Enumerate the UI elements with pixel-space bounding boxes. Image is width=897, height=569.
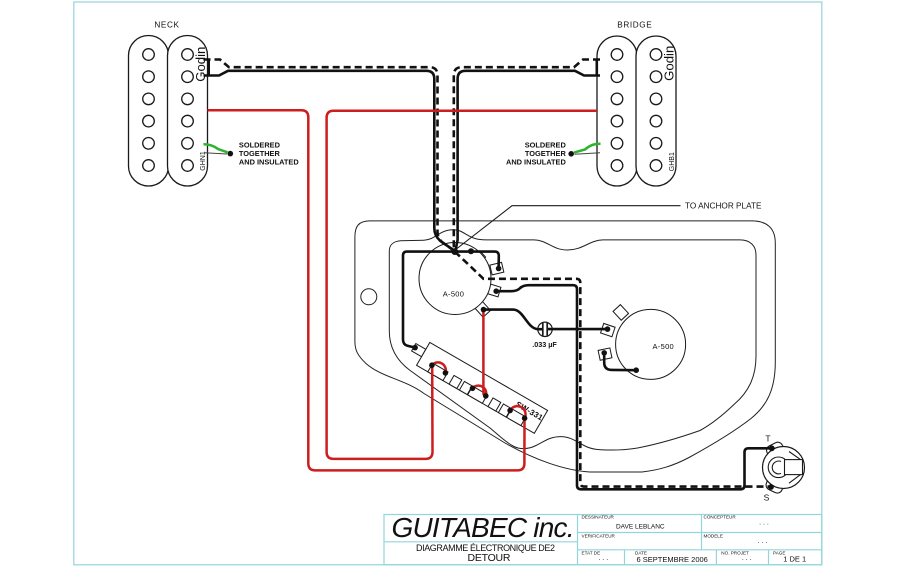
svg-text:1 DE 1: 1 DE 1 xyxy=(783,554,806,563)
svg-text:NECK: NECK xyxy=(154,21,179,30)
svg-text:SOLDERED: SOLDERED xyxy=(239,141,281,150)
svg-text:PAGE: PAGE xyxy=(773,550,785,555)
svg-text:A-500: A-500 xyxy=(653,342,675,351)
svg-text:DAVE LEBLANC: DAVE LEBLANC xyxy=(616,524,665,531)
svg-text:CONCEPTEUR: CONCEPTEUR xyxy=(704,515,737,520)
svg-text:A-500: A-500 xyxy=(443,290,465,299)
svg-text:. . .: . . . xyxy=(759,520,769,527)
svg-text:DIAGRAMME ÉLECTRONIQUE DE2: DIAGRAMME ÉLECTRONIQUE DE2 xyxy=(416,543,555,553)
svg-text:SOLDERED: SOLDERED xyxy=(525,141,567,150)
svg-text:GHN1: GHN1 xyxy=(200,151,207,171)
svg-text:. . .: . . . xyxy=(758,538,768,545)
svg-text:GUITABEC inc.: GUITABEC inc. xyxy=(392,512,575,543)
svg-text:DATE: DATE xyxy=(635,550,647,555)
svg-text:ETAT DE: ETAT DE xyxy=(582,550,601,555)
svg-text:NO. PROJET: NO. PROJET xyxy=(721,550,749,555)
svg-text:DETOUR: DETOUR xyxy=(468,552,511,564)
svg-text:AND INSULATED: AND INSULATED xyxy=(506,157,566,166)
svg-text:TO ANCHOR PLATE: TO ANCHOR PLATE xyxy=(685,202,762,211)
svg-text:AND INSULATED: AND INSULATED xyxy=(239,157,299,166)
svg-text:. . .: . . . xyxy=(742,555,752,562)
svg-text:GHB1: GHB1 xyxy=(669,152,676,171)
svg-text:DESSINATEUR: DESSINATEUR xyxy=(582,515,615,520)
svg-text:Godin: Godin xyxy=(662,46,677,81)
svg-text:BRIDGE: BRIDGE xyxy=(617,21,652,30)
svg-text:VERIFICATEUR: VERIFICATEUR xyxy=(582,534,616,539)
svg-text:TOGETHER: TOGETHER xyxy=(525,149,567,158)
svg-text:TOGETHER: TOGETHER xyxy=(239,149,281,158)
svg-text:6 SEPTEMBRE 2006: 6 SEPTEMBRE 2006 xyxy=(637,555,708,564)
svg-text:. . .: . . . xyxy=(598,555,608,562)
svg-text:MODELE: MODELE xyxy=(704,534,723,539)
svg-text:T: T xyxy=(765,434,770,444)
svg-text:Godin: Godin xyxy=(193,47,208,82)
svg-text:S: S xyxy=(764,493,770,503)
svg-text:.033 µF: .033 µF xyxy=(532,340,557,349)
